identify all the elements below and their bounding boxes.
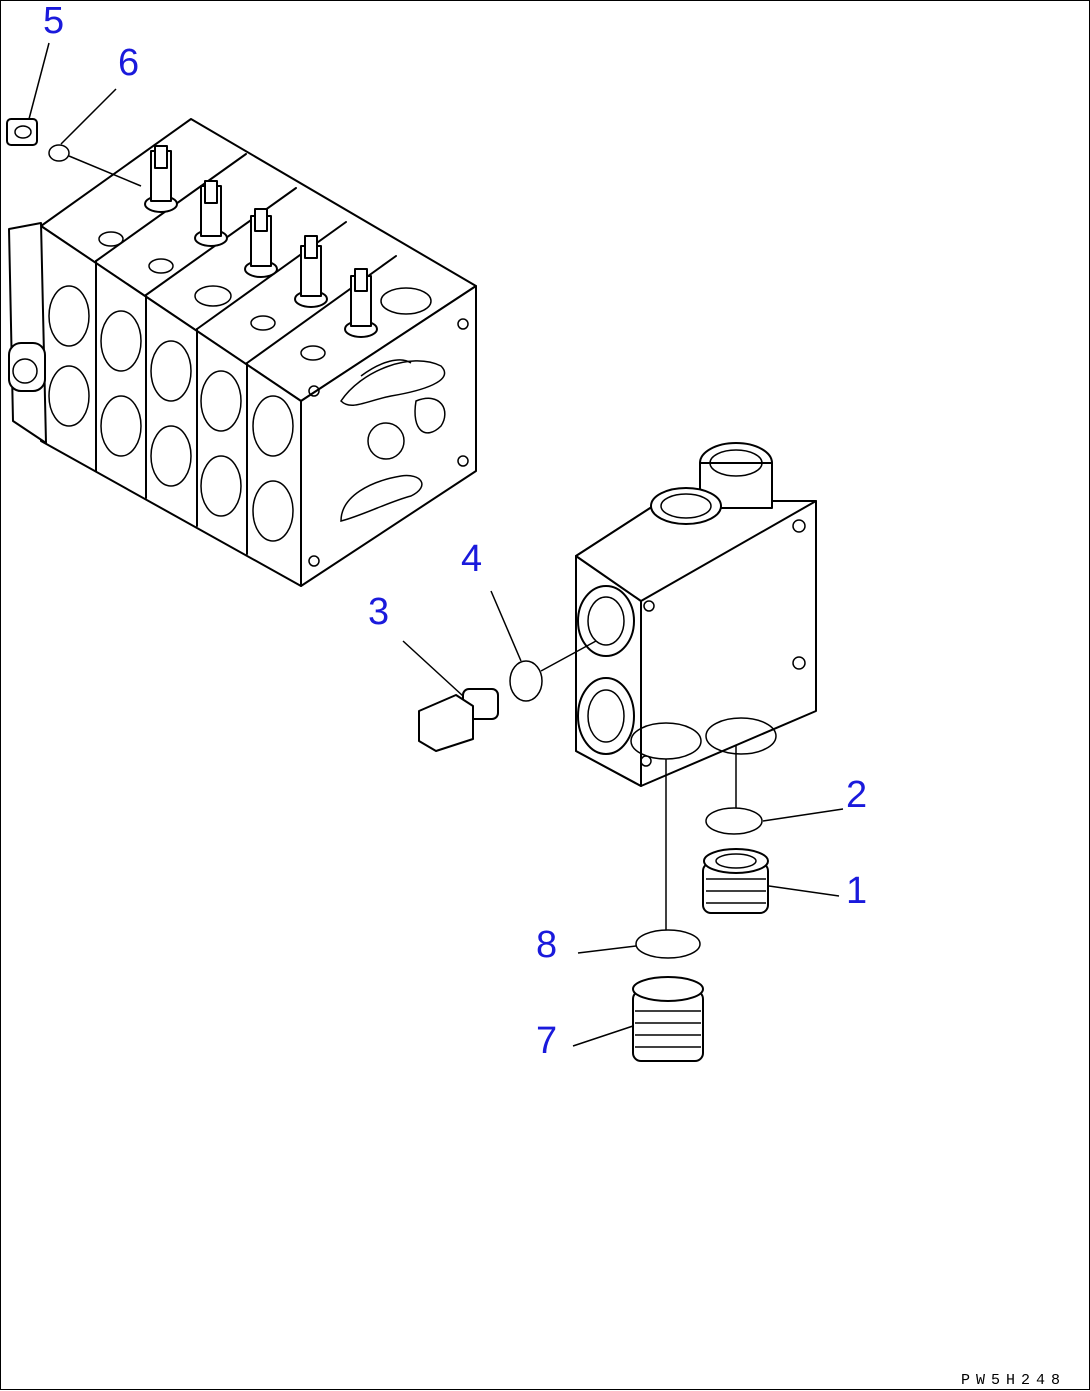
callout-numbers: 5 6 4 3 2 1 8 7: [43, 1, 867, 1062]
part-7-plug: [632, 976, 704, 1062]
leader-lines: [28, 42, 844, 1047]
spool-stems: [144, 145, 378, 338]
part-4-o-ring: [509, 660, 543, 702]
part-3-plug: [418, 688, 499, 752]
callout-6: 6: [118, 42, 139, 84]
part-6-o-ring: [48, 144, 70, 162]
part-1-insert: [702, 848, 769, 914]
callout-3: 3: [368, 591, 389, 633]
callout-1: 1: [846, 870, 867, 912]
callout-2: 2: [846, 774, 867, 816]
callout-7: 7: [536, 1020, 557, 1062]
part-2-o-ring: [705, 807, 763, 835]
drawing-code: PW5H248: [961, 1372, 1066, 1389]
valve-section-block: [575, 442, 817, 787]
part-8-o-ring: [635, 929, 701, 959]
callout-8: 8: [536, 924, 557, 966]
callout-5: 5: [43, 1, 64, 42]
part-5-nut: [6, 118, 38, 146]
control-valve-assembly: [8, 118, 477, 587]
side-face-passages: [308, 318, 469, 567]
callout-4: 4: [461, 538, 482, 580]
